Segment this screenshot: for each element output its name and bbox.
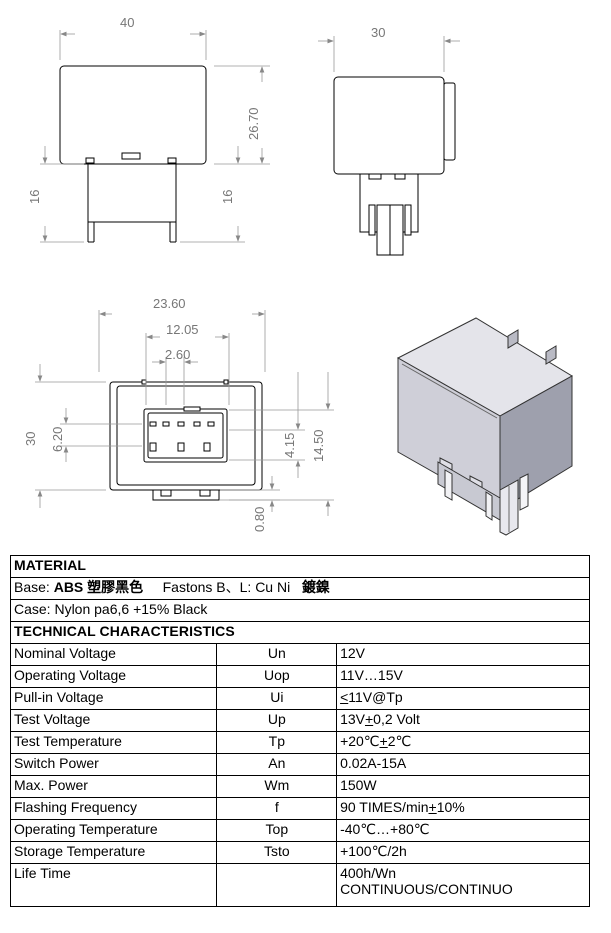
param-value: 11V@Tp: [348, 689, 403, 705]
table-row: Test Voltage Up 13V+0,2 Volt: [10, 709, 590, 732]
dim-bottom-h-total: 30: [23, 432, 38, 446]
param-value: 12V: [336, 643, 590, 666]
param-value: 11V…15V: [336, 665, 590, 688]
front-view-dimensions: [40, 30, 270, 243]
base-cell: Base: ABS 塑膠黑色 Fastons B、L: Cu Ni 鍍鎳: [10, 577, 590, 600]
param-symbol: f: [215, 797, 338, 820]
table-row: Operating Voltage Uop 11V…15V: [10, 665, 590, 688]
param-name: Operating Voltage: [10, 665, 217, 688]
table-row: Switch Power An 0.02A-15A: [10, 753, 590, 776]
param-value-cell: +20℃+2℃: [336, 731, 590, 754]
param-symbol-empty: [215, 863, 338, 907]
dim-bottom-h-slot: 6.20: [50, 427, 65, 452]
value-underlined: +: [364, 711, 374, 727]
table-row: Storage Temperature Tsto +100℃/2h: [10, 841, 590, 864]
base-plating-cn: 鍍鎳: [301, 579, 330, 595]
param-value: 150W: [336, 775, 590, 798]
side-view: [333, 76, 456, 256]
material-header-row: MATERIAL: [10, 555, 590, 578]
param-symbol: Tp: [215, 731, 338, 754]
table-row: Pull-in Voltage Ui <11V@Tp: [10, 687, 590, 710]
param-name: Flashing Frequency: [10, 797, 217, 820]
case-row: Case: Nylon pa6,6 +15% Black: [10, 599, 590, 622]
param-value: +100℃/2h: [336, 841, 590, 864]
param-name: Max. Power: [10, 775, 217, 798]
dim-bottom-gap: 0.80: [252, 507, 267, 532]
dim-bottom-h2: 14.50: [311, 429, 326, 462]
life-value-2: CONTINUOUS/CONTINUO: [340, 881, 513, 898]
param-symbol: Uop: [215, 665, 338, 688]
dim-front-pin-right: 16: [220, 190, 235, 204]
drawing-canvas: 40 26.70 16 16 30: [23, 15, 573, 536]
param-symbol: Wm: [215, 775, 338, 798]
param-symbol: An: [215, 753, 338, 776]
dim-bottom-w1: 23.60: [153, 296, 186, 311]
param-value-cell: <11V@Tp: [336, 687, 590, 710]
base-prefix: Base:: [14, 579, 54, 595]
param-symbol: Up: [215, 709, 338, 732]
param-value: -40℃…+80℃: [336, 819, 590, 842]
value-prefix: +20℃: [340, 733, 380, 749]
base-fastons: Fastons B、L: Cu Ni: [162, 579, 291, 595]
param-name: Switch Power: [10, 753, 217, 776]
param-name: Test Temperature: [10, 731, 217, 754]
param-value: 2℃: [387, 733, 412, 749]
param-name: Nominal Voltage: [10, 643, 217, 666]
table-row: Nominal Voltage Un 12V: [10, 643, 590, 666]
value-underlined: +: [428, 799, 437, 815]
base-material: ABS: [53, 579, 84, 595]
dim-front-pin-left: 16: [27, 190, 42, 204]
table-row: Flashing Frequency f 90 TIMES/min+10%: [10, 797, 590, 820]
param-symbol: Ui: [215, 687, 338, 710]
base-material-cn: 塑膠黑色: [87, 579, 144, 595]
param-name: Test Voltage: [10, 709, 217, 732]
param-value-cell: 13V+0,2 Volt: [336, 709, 590, 732]
param-name: Storage Temperature: [10, 841, 217, 864]
value-underlined: <: [340, 689, 349, 705]
technical-drawings: 40 26.70 16 16 30: [23, 15, 573, 536]
param-value-cell: 90 TIMES/min+10%: [336, 797, 590, 820]
bottom-view-dimensions: [35, 310, 334, 516]
param-value: 0,2 Volt: [373, 711, 420, 727]
case-cell: Case: Nylon pa6,6 +15% Black: [10, 599, 590, 622]
spec-table: MATERIAL Base: ABS 塑膠黑色 Fastons B、L: Cu …: [10, 555, 590, 907]
dim-bottom-w2: 12.05: [166, 322, 199, 337]
param-name: Pull-in Voltage: [10, 687, 217, 710]
life-value-1: 400h/Wn: [340, 865, 397, 881]
base-row: Base: ABS 塑膠黑色 Fastons B、L: Cu Ni 鍍鎳: [10, 577, 590, 600]
front-view: [59, 65, 207, 243]
param-name: Operating Temperature: [10, 819, 217, 842]
side-view-dimensions: [318, 36, 460, 72]
dim-bottom-w3: 2.60: [165, 347, 190, 362]
param-value: 10%: [436, 799, 465, 815]
material-title: MATERIAL: [10, 555, 590, 578]
value-prefix: 13V: [340, 711, 365, 727]
table-row: Operating Temperature Top -40℃…+80℃: [10, 819, 590, 842]
dim-front-height: 26.70: [246, 107, 261, 140]
param-symbol: Tsto: [215, 841, 338, 864]
value-underlined: +: [379, 733, 388, 749]
dim-bottom-h1: 4.15: [282, 433, 297, 458]
dim-side-depth: 30: [371, 25, 385, 40]
param-name: Life Time: [10, 863, 217, 907]
dim-front-width: 40: [120, 15, 134, 30]
isometric-view: [396, 317, 573, 536]
table-row: Max. Power Wm 150W: [10, 775, 590, 798]
bottom-view: [109, 379, 263, 501]
param-value: 0.02A-15A: [336, 753, 590, 776]
param-symbol: Un: [215, 643, 338, 666]
table-row: Test Temperature Tp +20℃+2℃: [10, 731, 590, 754]
param-symbol: Top: [215, 819, 338, 842]
value-prefix: 90 TIMES/min: [340, 799, 429, 815]
tech-title: TECHNICAL CHARACTERISTICS: [10, 621, 590, 644]
tech-header-row: TECHNICAL CHARACTERISTICS: [10, 621, 590, 644]
